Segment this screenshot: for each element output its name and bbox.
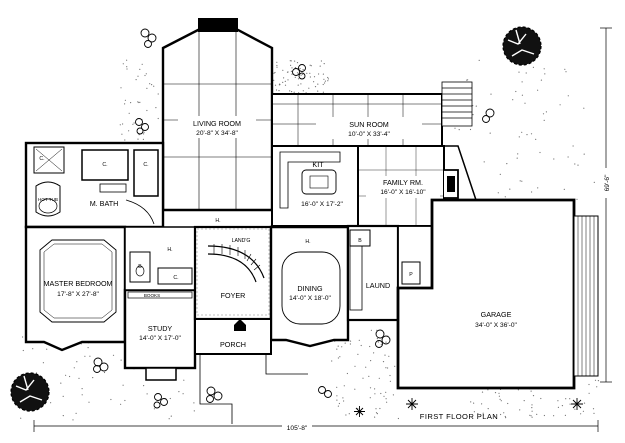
- family-room-name: FAMILY RM.: [383, 178, 423, 187]
- porch-name: PORCH: [220, 340, 246, 349]
- star-plants: [354, 398, 583, 417]
- plan-title: FIRST FLOOR PLAN: [420, 412, 498, 421]
- kitchen: [271, 145, 359, 227]
- dining-name: DINING: [297, 284, 323, 293]
- sun-room-size: 10'-0" X 33'-4": [348, 131, 390, 138]
- porch: [194, 318, 308, 424]
- bath-label-2: B: [358, 238, 362, 244]
- foyer-name: FOYER: [221, 291, 246, 300]
- study-name: STUDY: [148, 324, 173, 333]
- closet-label-4: C.: [173, 275, 178, 281]
- study: [123, 288, 197, 381]
- living-room-name: LIVING ROOM: [193, 119, 241, 128]
- shrubs: [93, 28, 495, 409]
- master-bedroom: [24, 225, 127, 352]
- overall-width: 105'-8": [287, 425, 308, 432]
- master-bath: [24, 141, 165, 229]
- family-room-size: 16'-0" X 16'-10": [380, 189, 426, 196]
- family-room: [357, 145, 459, 227]
- closet-label-1: C.: [102, 162, 107, 168]
- master-bedroom-size: 17'-8" X 27'-8": [57, 291, 99, 298]
- hall-label-1: H.: [215, 218, 220, 224]
- hall-label-3: H.: [167, 247, 172, 253]
- books-label: BOOKS: [144, 293, 160, 298]
- hall-label-2: H.: [305, 239, 310, 245]
- laundry-name: LAUND: [366, 281, 390, 290]
- closet-label-3: C.: [39, 156, 44, 162]
- kitchen-name: KIT: [312, 160, 324, 169]
- dimension-lines: [33, 27, 612, 432]
- master-bedroom-name: MASTER BEDROOM: [43, 279, 112, 288]
- kitchen-size: 16'-0" X 17'-2": [301, 201, 343, 208]
- garage: [396, 145, 599, 390]
- tree-bottom-left: [10, 372, 50, 412]
- overall-depth: 69'-6": [604, 174, 611, 191]
- bath-label-1: B: [138, 264, 142, 270]
- dining-size: 14'-0" X 18'-0": [289, 295, 331, 302]
- pantry-label: P: [409, 272, 413, 278]
- master-bath-name: M. BATH: [90, 199, 119, 208]
- living-room-size: 20'-8" X 34'-8": [196, 130, 238, 137]
- garage-name: GARAGE: [481, 310, 512, 319]
- living-room: [161, 18, 274, 212]
- sun-room-name: SUN ROOM: [349, 120, 389, 129]
- baths-halls: [124, 226, 196, 291]
- sun-room: [271, 81, 473, 147]
- hot-tub-name: HOT TUB: [38, 197, 58, 202]
- landing-label: LAND'G: [232, 238, 251, 244]
- garage-size: 34'-0" X 36'-0": [475, 322, 517, 329]
- study-size: 14'-0" X 17'-0": [139, 335, 181, 342]
- tree-top-right: [502, 26, 542, 66]
- closet-label-2: C.: [143, 162, 148, 168]
